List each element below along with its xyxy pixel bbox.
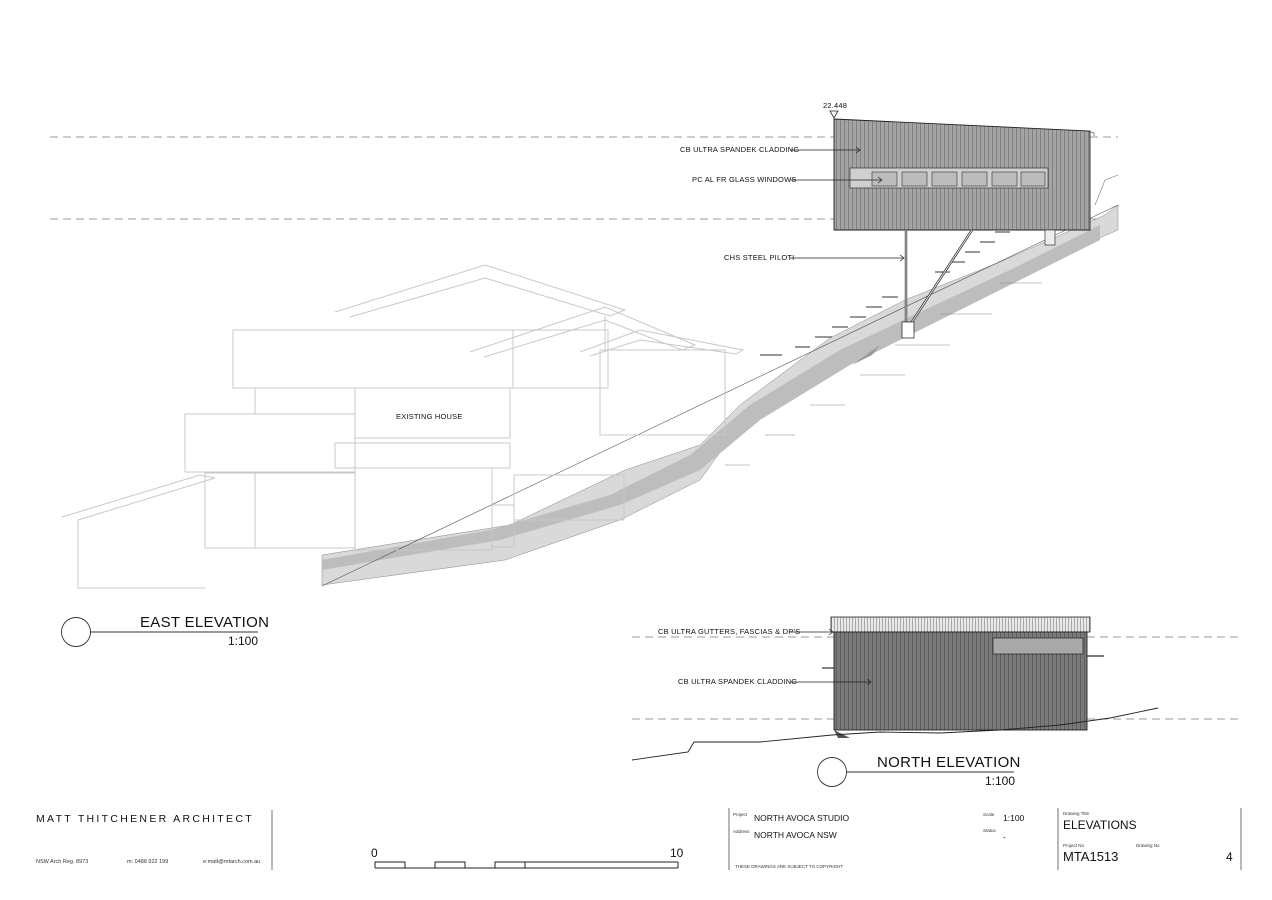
east-callout-leaders — [790, 146, 905, 262]
drawing-title-label: Drawing Title — [1063, 811, 1090, 816]
email: e:matt@mtarch.com.au — [203, 859, 261, 865]
north-callout-leaders — [790, 628, 872, 686]
address: NORTH AVOCA NSW — [754, 830, 837, 840]
callout-glass-windows: PC AL FR GLASS WINDOWS — [692, 175, 797, 184]
project-label: Project — [733, 812, 748, 817]
callout-north-cladding: CB ULTRA SPANDEK CLADDING — [678, 677, 798, 686]
datum-marker — [829, 110, 839, 119]
datum-level: 22.448 — [823, 101, 848, 110]
scale-label: Scale — [983, 812, 995, 817]
scale-bar-end: 10 — [670, 846, 684, 860]
arch-reg: NSW Arch Reg. 8973 — [36, 859, 89, 865]
callout-cladding: CB ULTRA SPANDEK CLADDING — [680, 145, 800, 154]
existing-house — [61, 264, 745, 589]
status-label: Status — [983, 828, 996, 833]
drawing-no-label: Drawing No — [1136, 843, 1160, 848]
title-block-frame — [271, 808, 1242, 870]
existing-house-label: EXISTING HOUSE — [396, 412, 463, 421]
north-elevation-title: NORTH ELEVATION — [877, 754, 1021, 771]
north-elevation — [631, 616, 1240, 761]
drawing-no: 4 — [1226, 850, 1233, 864]
scale-bar-start: 0 — [371, 846, 378, 860]
north-title-marker — [817, 757, 1014, 787]
status-value: - — [1003, 832, 1006, 842]
east-elevation-scale: 1:100 — [228, 634, 259, 648]
east-elevation-title: EAST ELEVATION — [140, 614, 270, 631]
project-name: NORTH AVOCA STUDIO — [754, 813, 850, 823]
east-title-marker — [61, 617, 258, 647]
project-no-label: Project No — [1063, 843, 1085, 848]
north-ground-line — [631, 707, 1159, 761]
copyright-note: THESE DRAWINGS ARE SUBJECT TO COPYRIGHT — [735, 864, 844, 869]
scale-bar — [374, 861, 679, 869]
ground-section — [321, 174, 1119, 587]
north-elevation-scale: 1:100 — [985, 774, 1016, 788]
east-elevation — [50, 110, 1119, 589]
drawing-title: ELEVATIONS — [1063, 818, 1137, 832]
callout-gutters: CB ULTRA GUTTERS, FASCIAS & DP'S — [658, 627, 801, 636]
mobile: m: 0488 922 199 — [127, 859, 169, 865]
project-no: MTA1513 — [1063, 849, 1119, 864]
address-label: Address — [733, 829, 750, 834]
scale-value: 1:100 — [1003, 813, 1025, 823]
firm-name: MATT THITCHENER ARCHITECT — [36, 813, 254, 825]
callout-steel-piloti: CHS STEEL PILOTI — [724, 253, 795, 262]
